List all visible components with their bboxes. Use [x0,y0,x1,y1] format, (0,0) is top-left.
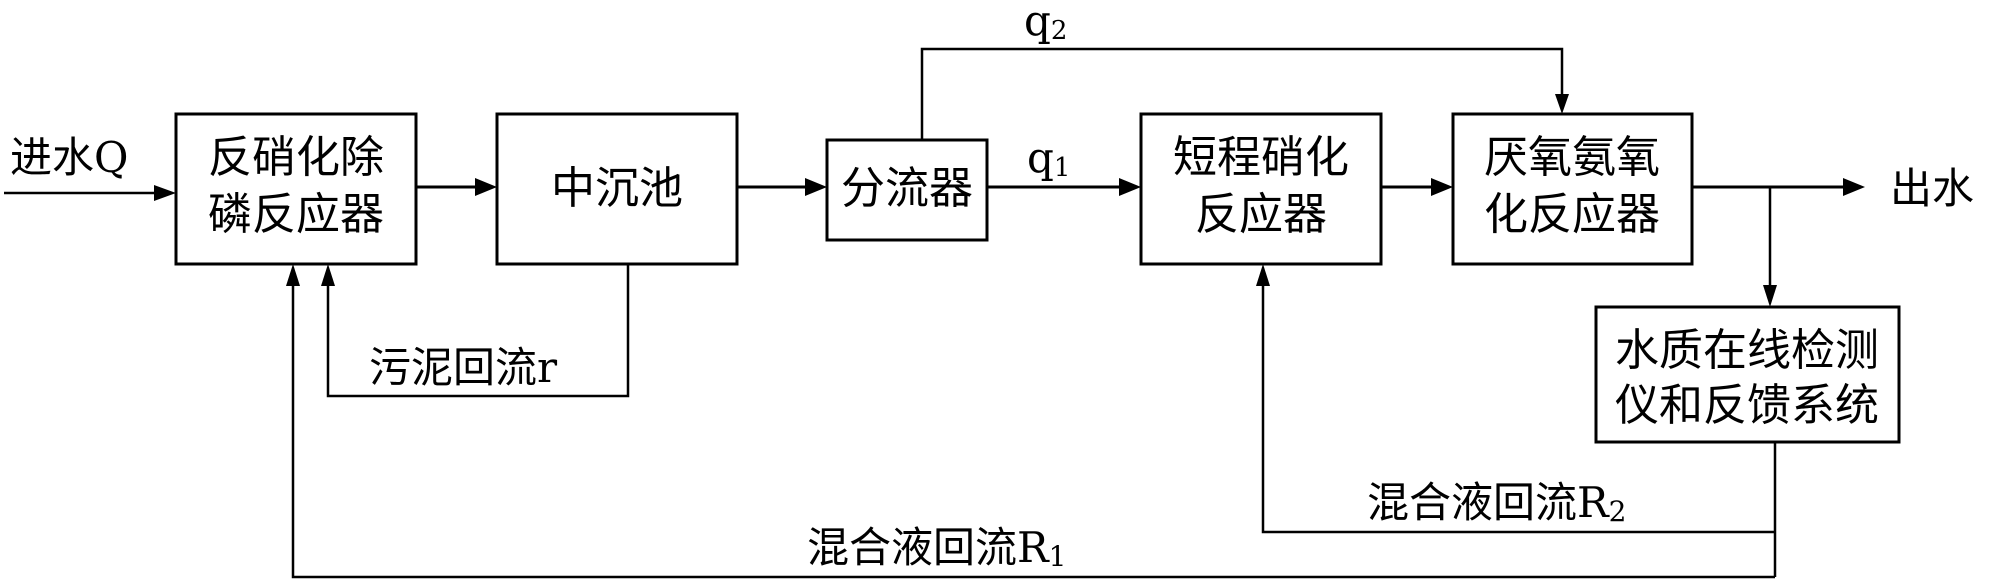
arrowhead [1555,94,1569,114]
denitrification-line2: 磷反应器 [208,189,384,240]
arrowhead [1763,285,1777,307]
r1-label: 混合液回流R1 [807,523,1066,573]
monitor-line2: 仪和反馈系统 [1615,380,1879,431]
q2-label: q2 [1024,0,1067,46]
nitritation-line1: 短程硝化 [1173,132,1349,183]
anammox-line2: 化反应器 [1484,189,1660,240]
arrowhead [805,178,827,196]
nitritation-reactor-box [1139,112,1383,266]
arrowhead [154,185,176,201]
r2-line [1261,282,1775,534]
sludge-return-line [326,264,630,398]
anammox-reactor-box [1451,112,1694,266]
monitor-line1: 水质在线检测 [1615,325,1879,376]
inflow-label: 进水Q [10,133,128,182]
r1-line [291,282,1775,579]
settler-label: 中沉池 [551,163,683,214]
q1-label: q1 [1027,133,1070,183]
monitor-feedback-box [1594,305,1901,444]
anammox-line1: 厌氧氨氧 [1484,132,1660,183]
r2-label: 混合液回流R2 [1367,478,1626,528]
arrowhead [1119,178,1141,196]
q2-line [920,47,1564,140]
sludge-return-label: 污泥回流r [369,343,558,392]
splitter-box [825,138,989,242]
arrowhead [1843,178,1865,196]
arrowhead [1256,264,1270,286]
denitrification-line1: 反硝化除 [208,132,384,183]
arrowhead [475,178,497,196]
arrowhead [1431,178,1453,196]
outflow-label: 出水 [1890,164,1974,213]
settler-box [495,112,739,266]
splitter-label: 分流器 [841,163,973,214]
denitrification-reactor-box [174,112,418,266]
nitritation-line2: 反应器 [1195,189,1327,240]
arrowhead [286,264,300,286]
arrowhead [321,264,335,286]
